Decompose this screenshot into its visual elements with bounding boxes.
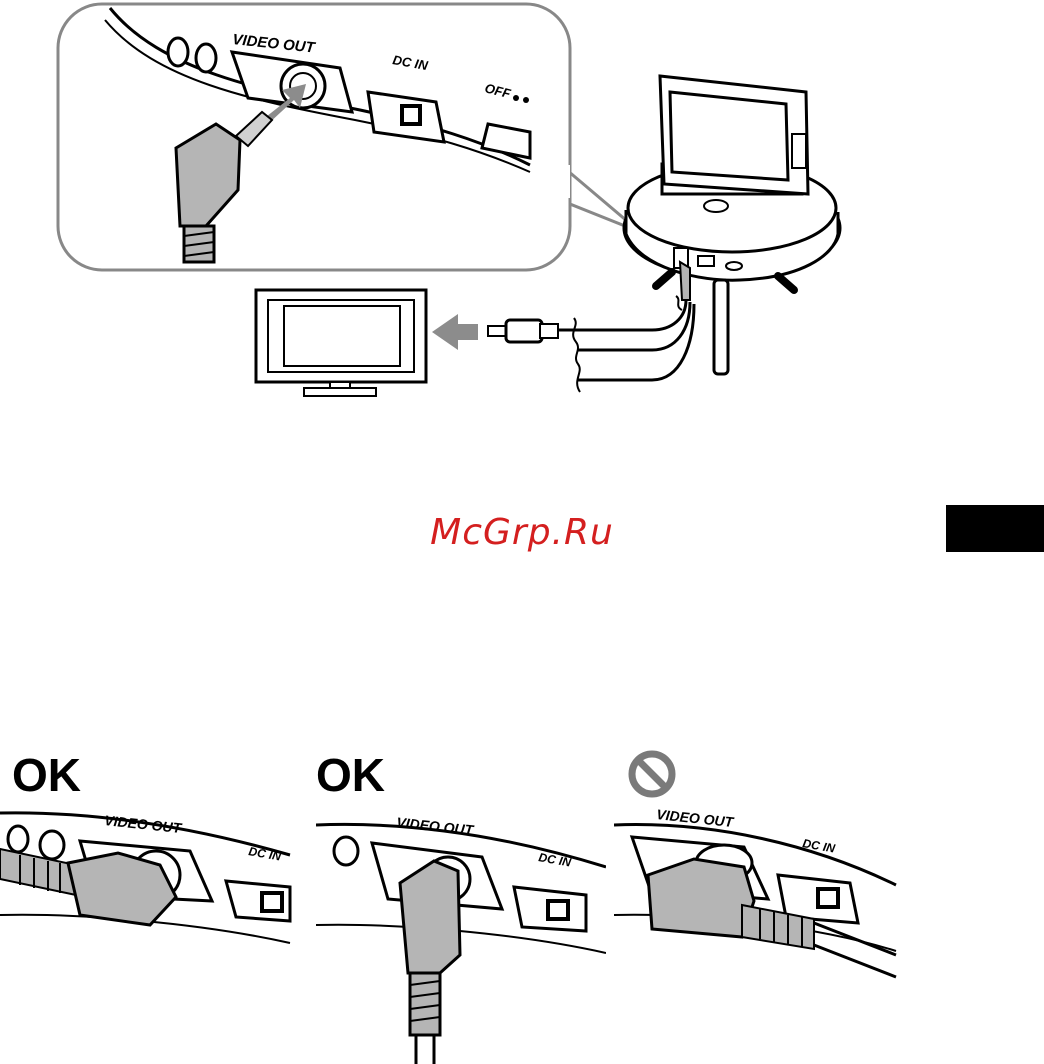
rca-plug (488, 320, 558, 342)
panel-prohibited: VIDEO OUT DC IN (614, 805, 904, 985)
panel-ok-vertical: VIDEO OUT DC IN (316, 805, 606, 1064)
panel1-dc-in-label: DC IN (247, 844, 282, 864)
tv-illustration (256, 290, 426, 396)
output-arrow (432, 314, 478, 350)
watermark-text: McGrp.Ru (0, 512, 1044, 553)
ok-label-2: OK (316, 748, 385, 802)
panel1-video-out-label: VIDEO OUT (104, 812, 184, 836)
section-tab (946, 505, 1044, 552)
av-cables (558, 296, 694, 392)
prohibited-icon (626, 748, 678, 800)
ok-label-1: OK (12, 748, 81, 802)
panel2-dc-in-label: DC IN (537, 850, 572, 870)
panel-ok-horizontal: VIDEO OUT DC IN (0, 805, 300, 945)
panel2-video-out-label: VIDEO OUT (396, 814, 476, 838)
panel3-dc-in-label: DC IN (801, 836, 836, 856)
connection-diagram: VIDEO OUT DC IN OFF (0, 0, 1044, 420)
